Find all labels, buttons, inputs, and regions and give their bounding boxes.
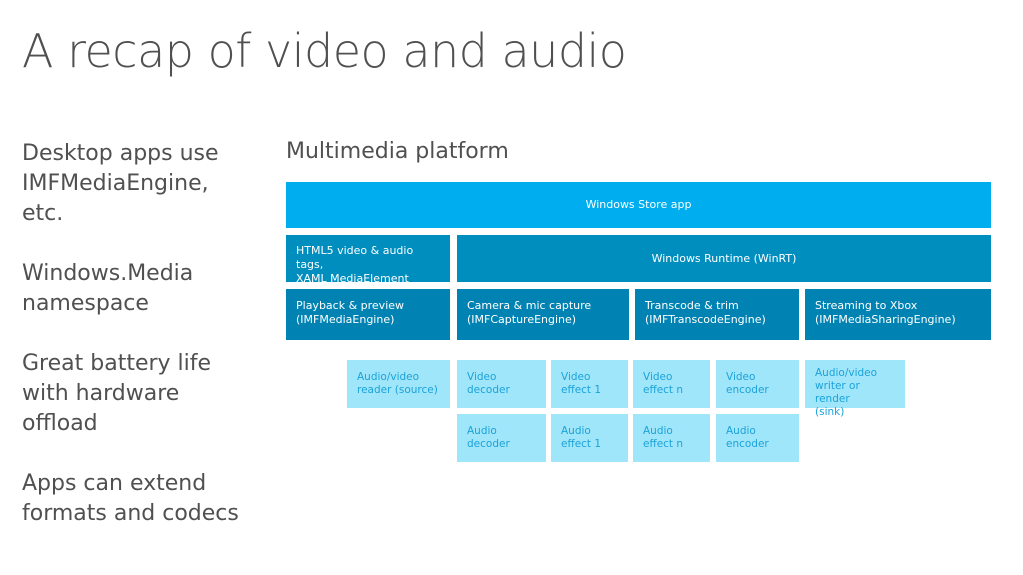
- bullet-battery-life: Great battery life with hardware offload: [22, 351, 212, 436]
- winrt-box: Windows Runtime (WinRT): [457, 235, 991, 282]
- html5-xaml-box: HTML5 video & audio tags, XAML MediaElem…: [286, 235, 450, 285]
- av-writer-box: Audio/video writer or render (sink): [805, 360, 905, 418]
- capture-engine-box: Camera & mic capture (IMFCaptureEngine): [457, 289, 629, 340]
- windows-store-app-box: Windows Store app: [286, 182, 991, 228]
- video-effect-n-box: Video effect n: [633, 360, 710, 408]
- diagram-title: Multimedia platform: [286, 139, 509, 164]
- transcode-engine-box: Transcode & trim (IMFTranscodeEngine): [635, 289, 799, 340]
- bullet-list: Desktop apps use IMFMediaEngine, etc. Wi…: [22, 139, 272, 559]
- streaming-engine-box: Streaming to Xbox (IMFMediaSharingEngine…: [805, 289, 991, 340]
- audio-decoder-box: Audio decoder: [457, 414, 546, 462]
- video-encoder-box: Video encoder: [716, 360, 799, 408]
- bullet-windows-media: Windows.Media namespace: [22, 261, 194, 316]
- video-effect-1-box: Video effect 1: [551, 360, 628, 408]
- playback-engine-box: Playback & preview (IMFMediaEngine): [286, 289, 450, 340]
- slide-title: A recap of video and audio: [22, 24, 627, 78]
- av-reader-box: Audio/video reader (source): [347, 360, 450, 408]
- audio-effect-1-box: Audio effect 1: [551, 414, 628, 462]
- video-decoder-box: Video decoder: [457, 360, 546, 408]
- bullet-desktop-apps: Desktop apps use IMFMediaEngine, etc.: [22, 141, 219, 226]
- bullet-extend-formats: Apps can extend formats and codecs: [22, 471, 239, 526]
- audio-effect-n-box: Audio effect n: [633, 414, 710, 462]
- audio-encoder-box: Audio encoder: [716, 414, 799, 462]
